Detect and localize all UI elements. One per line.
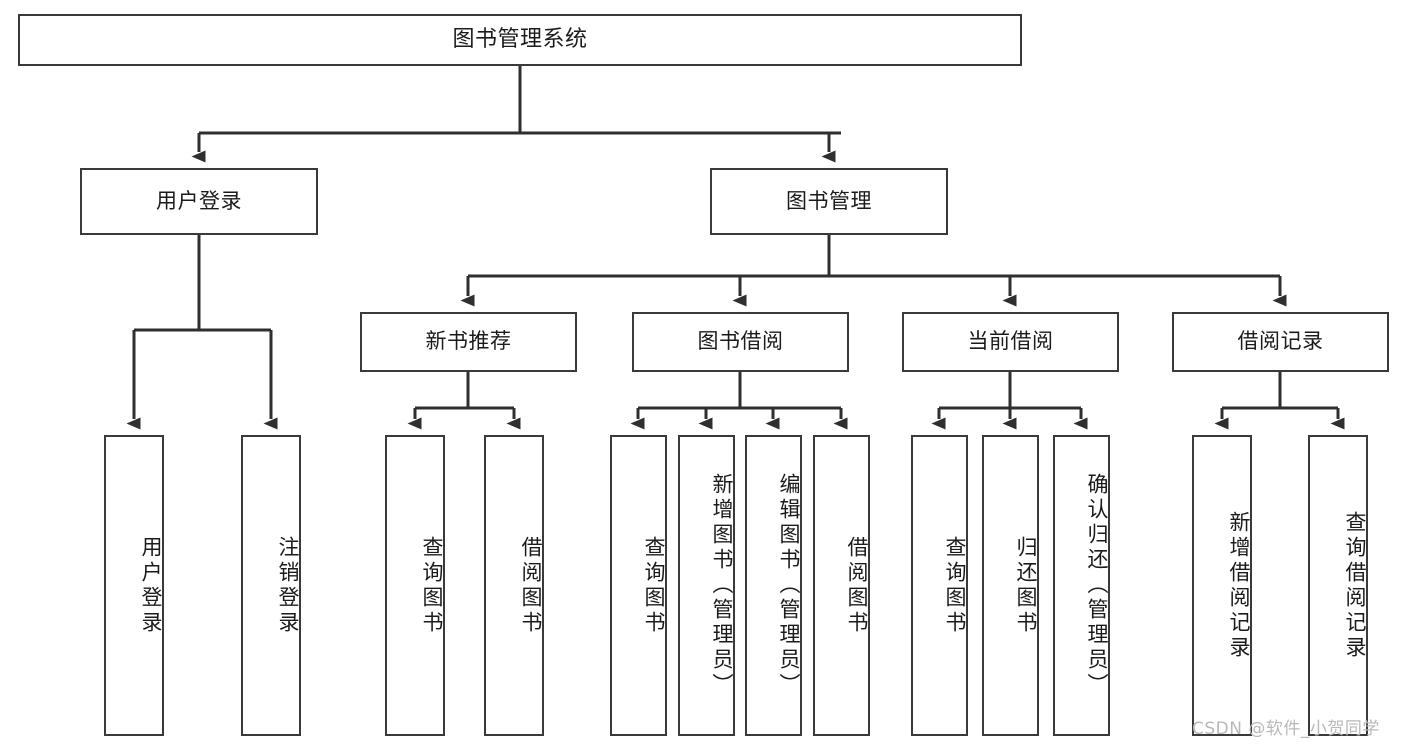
leaf-label: 确认归还（管理员） [1085, 473, 1109, 698]
leaf-label: 借阅图书 [845, 535, 869, 636]
node-level3-new-book-recommend[interactable]: 新书推荐 [360, 312, 577, 372]
node-leaf-logout[interactable]: 注销登录 [241, 435, 301, 736]
leaf-label: 新增图书（管理员） [710, 473, 734, 698]
leaf-label: 查询图书 [642, 535, 666, 636]
node-level3-book-borrow[interactable]: 图书借阅 [632, 312, 849, 372]
node-root[interactable]: 图书管理系统 [18, 14, 1022, 66]
leaf-label: 用户登录 [139, 535, 163, 636]
node-leaf-borrow-book[interactable]: 借阅图书 [813, 435, 870, 736]
leaf-label: 查询图书 [420, 535, 444, 636]
node-leaf-add-borrow-record[interactable]: 新增借阅记录 [1192, 435, 1252, 736]
node-leaf-query-book-current[interactable]: 查询图书 [911, 435, 968, 736]
node-level3-current-borrow[interactable]: 当前借阅 [902, 312, 1119, 372]
node-level2-user-login[interactable]: 用户登录 [80, 168, 318, 235]
node-level2-book-management[interactable]: 图书管理 [710, 168, 948, 235]
node-leaf-query-book-borrow[interactable]: 查询图书 [610, 435, 667, 736]
node-leaf-confirm-return-admin[interactable]: 确认归还（管理员） [1053, 435, 1110, 736]
node-leaf-add-book-admin[interactable]: 新增图书（管理员） [678, 435, 735, 736]
node-level3-borrow-record[interactable]: 借阅记录 [1172, 312, 1389, 372]
leaf-label: 编辑图书（管理员） [777, 473, 801, 698]
leaf-label: 查询借阅记录 [1343, 510, 1367, 661]
node-leaf-query-book-newbook[interactable]: 查询图书 [385, 435, 445, 736]
node-leaf-user-login[interactable]: 用户登录 [104, 435, 164, 736]
node-leaf-query-borrow-record[interactable]: 查询借阅记录 [1308, 435, 1368, 736]
leaf-label: 查询图书 [943, 535, 967, 636]
leaf-label: 借阅图书 [519, 535, 543, 636]
node-leaf-edit-book-admin[interactable]: 编辑图书（管理员） [745, 435, 802, 736]
leaf-label: 新增借阅记录 [1227, 510, 1251, 661]
node-leaf-borrow-book-newbook[interactable]: 借阅图书 [484, 435, 544, 736]
leaf-label: 归还图书 [1014, 535, 1038, 636]
node-leaf-return-book[interactable]: 归还图书 [982, 435, 1039, 736]
leaf-label: 注销登录 [276, 535, 300, 636]
